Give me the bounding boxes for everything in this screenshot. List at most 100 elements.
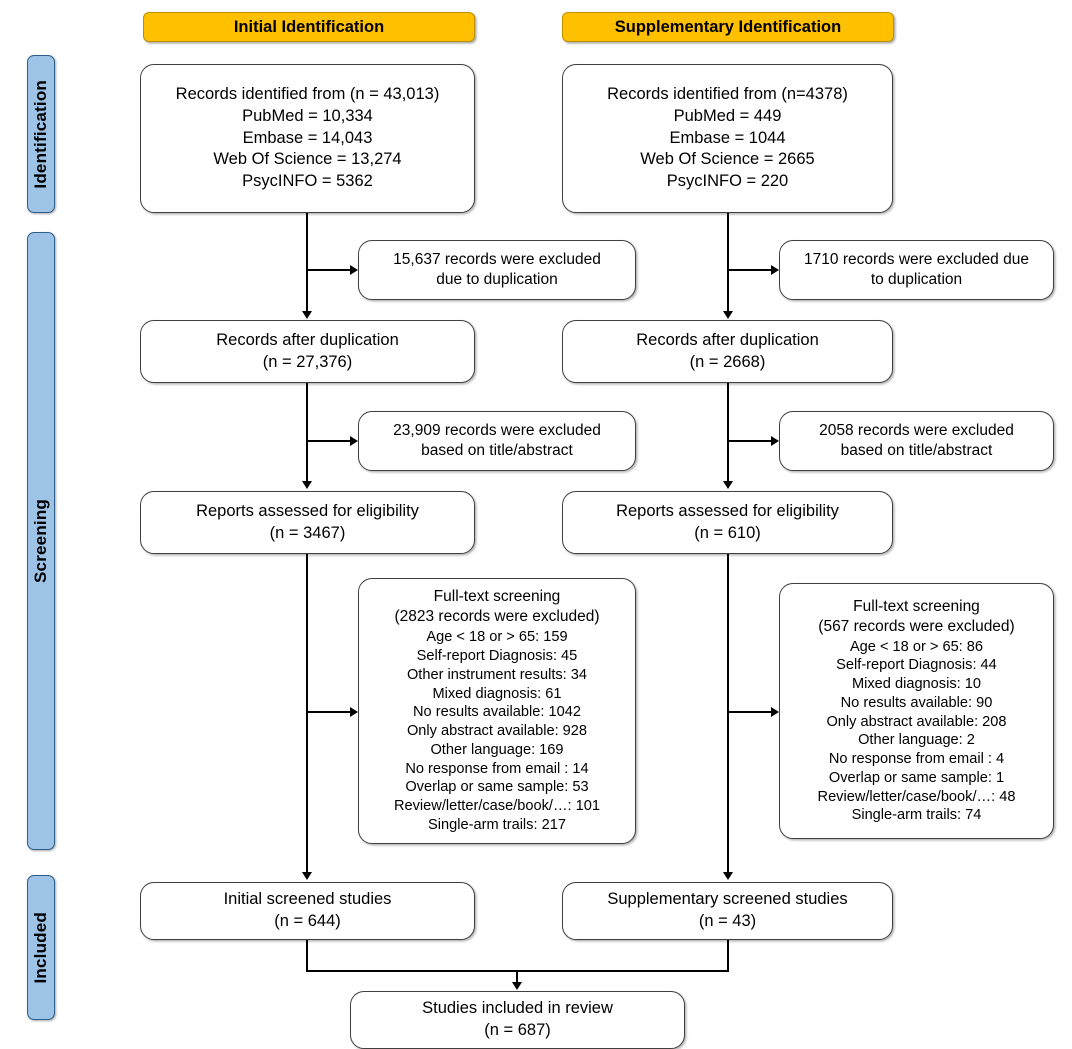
initial-fulltext-reason: No response from email : 14 — [405, 760, 589, 777]
supplementary-after-duplication-line2: (n = 2668) — [689, 352, 766, 371]
supplementary-identified-source-pubmed: PubMed = 449 — [673, 106, 782, 125]
arrow-initial-title-abstract-exclusion — [350, 436, 358, 446]
initial-excluded-duplication-line1: 15,637 records were excluded — [393, 250, 601, 268]
column-header-supplementary-identification-label: Supplementary Identification — [614, 17, 842, 36]
supplementary-fulltext-reason: No results available: 90 — [840, 694, 993, 711]
stage-bar-screening: Screening — [27, 232, 55, 850]
box-initial-fulltext-screening: Full-text screening (2823 records were e… — [358, 578, 636, 844]
arrow-initial-duplication-exclusion — [350, 265, 358, 275]
column-header-supplementary-identification: Supplementary Identification — [562, 12, 894, 42]
arrow-supplementary-title-abstract-exclusion — [771, 436, 779, 446]
box-studies-included-in-review: Studies included in review (n = 687) — [350, 991, 685, 1049]
initial-identified-source-embase: Embase = 14,043 — [242, 128, 373, 147]
box-initial-excluded-duplication: 15,637 records were excluded due to dupl… — [358, 240, 636, 300]
connector-supplementary-after-duplication-to-eligibility — [727, 383, 729, 483]
initial-identified-source-web-of-science: Web Of Science = 13,274 — [213, 150, 402, 169]
supplementary-identified-source-web-of-science: Web Of Science = 2665 — [640, 150, 815, 169]
initial-fulltext-reason: Age < 18 or > 65: 159 — [426, 629, 568, 646]
initial-fulltext-reason: Self-report Diagnosis: 45 — [416, 648, 578, 665]
stage-bar-included-label: Included — [31, 911, 50, 984]
connector-initial-title-abstract-branch — [306, 440, 352, 442]
box-initial-after-duplication: Records after duplication (n = 27,376) — [140, 320, 475, 383]
arrow-supplementary-after-duplication — [723, 311, 733, 319]
initial-fulltext-reason: Single-arm trails: 217 — [428, 816, 566, 833]
arrow-supplementary-duplication-exclusion — [771, 265, 779, 275]
arrow-initial-eligibility — [302, 481, 312, 489]
connector-supplementary-title-abstract-branch — [727, 440, 773, 442]
supplementary-fulltext-reason: Single-arm trails: 74 — [851, 807, 982, 824]
initial-excluded-title-abstract-line2: based on title/abstract — [421, 442, 573, 459]
connector-initial-duplication-branch — [306, 269, 352, 271]
connector-supplementary-duplication-branch — [727, 269, 773, 271]
box-supplementary-fulltext-screening: Full-text screening (567 records were ex… — [779, 583, 1054, 839]
supplementary-screened-line2: (n = 43) — [698, 912, 757, 930]
initial-identified-source-psycinfo: PsycINFO = 5362 — [242, 172, 373, 191]
box-initial-eligibility: Reports assessed for eligibility (n = 34… — [140, 491, 475, 554]
supplementary-identified-source-embase: Embase = 1044 — [669, 128, 786, 147]
supplementary-fulltext-reason: Overlap or same sample: 1 — [828, 769, 1005, 786]
supplementary-excluded-title-abstract-line1: 2058 records were excluded — [819, 421, 1014, 439]
connector-supplementary-screened-down — [727, 940, 729, 971]
supplementary-excluded-title-abstract-line2: based on title/abstract — [840, 442, 993, 459]
stage-bar-included: Included — [27, 875, 55, 1020]
supplementary-identified-title: Records identified from (n=4378) — [607, 85, 848, 104]
connector-initial-identified-to-after-duplication — [306, 213, 308, 313]
initial-fulltext-reason: Review/letter/case/book/…: 101 — [393, 798, 601, 815]
arrow-initial-fulltext-exclusion — [350, 707, 358, 717]
column-header-initial-identification-label: Initial Identification — [233, 17, 385, 36]
box-supplementary-after-duplication: Records after duplication (n = 2668) — [562, 320, 893, 383]
supplementary-fulltext-reason: Age < 18 or > 65: 86 — [849, 638, 984, 655]
initial-after-duplication-line1: Records after duplication — [216, 330, 399, 349]
initial-excluded-title-abstract-line1: 23,909 records were excluded — [393, 421, 601, 439]
initial-screened-line2: (n = 644) — [274, 912, 341, 930]
box-supplementary-excluded-duplication: 1710 records were excluded due to duplic… — [779, 240, 1054, 300]
initial-excluded-duplication-line2: due to duplication — [436, 271, 558, 288]
connector-merge-to-final — [516, 970, 518, 985]
connector-initial-fulltext-branch — [306, 711, 352, 713]
arrow-final-included — [512, 982, 522, 990]
box-initial-screened-studies: Initial screened studies (n = 644) — [140, 882, 475, 940]
final-line1: Studies included in review — [422, 999, 613, 1018]
supplementary-fulltext-reason: Review/letter/case/book/…: 48 — [817, 788, 1016, 805]
arrow-initial-screened — [302, 872, 312, 880]
supplementary-eligibility-line1: Reports assessed for eligibility — [616, 501, 839, 520]
initial-fulltext-reason: No results available: 1042 — [413, 704, 581, 721]
column-header-initial-identification: Initial Identification — [143, 12, 475, 42]
box-supplementary-screened-studies: Supplementary screened studies (n = 43) — [562, 882, 893, 940]
box-supplementary-records-identified: Records identified from (n=4378) PubMed … — [562, 64, 893, 213]
supplementary-fulltext-reason: Other language: 2 — [858, 732, 975, 749]
supplementary-fulltext-reason-list: Age < 18 or > 65: 86 Self-report Diagnos… — [818, 638, 1016, 826]
initial-identified-title: Records identified from (n = 43,013) — [175, 85, 440, 104]
box-supplementary-excluded-title-abstract: 2058 records were excluded based on titl… — [779, 411, 1054, 471]
supplementary-after-duplication-line1: Records after duplication — [636, 330, 819, 349]
initial-fulltext-reason: Overlap or same sample: 53 — [405, 779, 589, 796]
initial-fulltext-reason: Other language: 169 — [430, 741, 564, 758]
initial-after-duplication-line2: (n = 27,376) — [262, 352, 353, 371]
supplementary-fulltext-reason: Self-report Diagnosis: 44 — [836, 657, 997, 674]
arrow-supplementary-eligibility — [723, 481, 733, 489]
stage-bar-identification-label: Identification — [31, 79, 50, 189]
supplementary-fulltext-reason: No response from email : 4 — [828, 751, 1005, 768]
initial-screened-line1: Initial screened studies — [223, 890, 392, 909]
initial-fulltext-reason-list: Age < 18 or > 65: 159 Self-report Diagno… — [394, 628, 600, 834]
initial-fulltext-reason: Mixed diagnosis: 61 — [432, 685, 562, 702]
supplementary-eligibility-line2: (n = 610) — [694, 523, 761, 542]
box-initial-records-identified: Records identified from (n = 43,013) Pub… — [140, 64, 475, 213]
arrow-supplementary-screened — [723, 872, 733, 880]
initial-identified-source-pubmed: PubMed = 10,334 — [242, 106, 373, 125]
supplementary-fulltext-line1: Full-text screening — [853, 597, 980, 615]
box-supplementary-eligibility: Reports assessed for eligibility (n = 61… — [562, 491, 893, 554]
supplementary-fulltext-line2: (567 records were excluded) — [818, 617, 1015, 635]
connector-supplementary-eligibility-to-screened — [727, 554, 729, 874]
supplementary-fulltext-reason: Only abstract available: 208 — [826, 713, 1007, 730]
arrow-supplementary-fulltext-exclusion — [771, 707, 779, 717]
supplementary-identified-source-psycinfo: PsycINFO = 220 — [666, 172, 789, 191]
stage-bar-identification: Identification — [27, 55, 55, 213]
initial-fulltext-reason: Only abstract available: 928 — [406, 723, 588, 740]
initial-eligibility-line1: Reports assessed for eligibility — [196, 501, 419, 520]
supplementary-excluded-duplication-line2: to duplication — [870, 271, 963, 288]
initial-fulltext-line1: Full-text screening — [433, 588, 561, 606]
stage-bar-screening-label: Screening — [31, 499, 50, 583]
supplementary-fulltext-reason: Mixed diagnosis: 10 — [851, 676, 981, 693]
